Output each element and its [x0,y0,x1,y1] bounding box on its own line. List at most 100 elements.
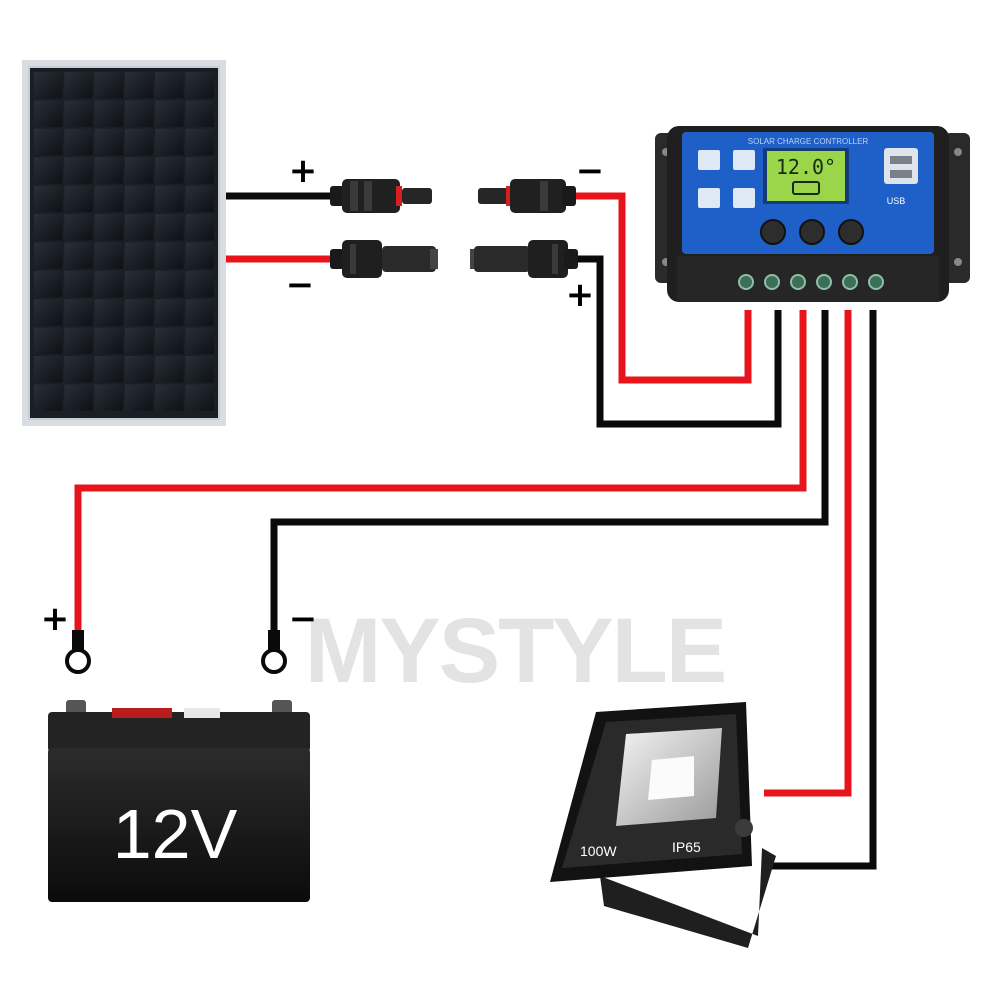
wiring [74,192,877,870]
solar-cell [64,72,93,99]
usb-label: USB [887,196,906,206]
down-button[interactable] [838,219,864,245]
solar-cell [64,157,93,184]
solar-cell [34,185,63,212]
solar-cell [124,100,154,127]
solar-cell [94,128,123,156]
solar-cell [94,214,123,241]
solar-cell [34,100,63,127]
terminal-block [677,256,939,302]
battery-negative-sign: − [289,599,318,639]
load-positive-wire [764,310,852,797]
load-status-icon [733,188,755,208]
usb-port[interactable] [884,148,918,184]
solar-cell [124,384,154,411]
solar-cell [185,214,214,241]
terminal-screw [790,274,806,290]
floodlight-rating-label: IP65 [672,839,701,855]
solar-cell [155,128,184,156]
solar-cell [64,299,93,326]
solar-cell [64,214,93,241]
solar-cell [185,157,214,184]
solar-cell [94,327,123,354]
menu-button[interactable] [760,219,786,245]
solar-cell [124,128,154,156]
lcd-battery-glyph [792,181,820,195]
solar-cell [155,299,184,326]
solar-cell [94,299,123,326]
timer-status-icon [698,188,720,208]
battery-voltage-label: 12V [113,795,238,873]
led-floodlight: 100W IP65 [550,702,776,948]
solar-cell [34,299,63,326]
mc4-connector-panel-negative [330,240,438,278]
load-negative-wire [764,310,877,870]
solar-cell [94,185,123,212]
solar-cell [124,157,154,184]
controller-title: SOLAR CHARGE CONTROLLER [748,137,869,146]
solar-cell [185,270,214,298]
solar-cell [155,214,184,241]
terminal-screw [842,274,858,290]
ctrl-pv-positive-wire [572,255,782,428]
solar-cell [124,356,154,383]
ctrl-negative-sign: − [576,151,605,191]
solar-cell [34,72,63,99]
battery-12v: + − 12V [41,599,318,902]
solar-cell [64,128,93,156]
solar-cell [185,242,214,269]
solar-cell [185,185,214,212]
solar-cell [34,214,63,241]
panel-negative-sign: − [286,265,315,305]
solar-cell [64,242,93,269]
solar-cell [124,299,154,326]
solar-cell [155,72,184,99]
solar-cell [64,100,93,127]
ring-terminal-positive [65,630,91,674]
solar-cell [155,157,184,184]
solar-cell [94,384,123,411]
solar-cell [124,242,154,269]
solar-cell [155,100,184,127]
terminal-screw [764,274,780,290]
ctrl-positive-sign: + [566,275,595,315]
solar-cell [185,100,214,127]
solar-cell [34,384,63,411]
solar-cell [155,384,184,411]
mc4-connector-ctrl-negative [478,179,576,213]
ctrl-pv-negative-wire [572,192,752,384]
panel-positive-sign: + [289,151,318,191]
watermark: MYSTYLE [305,600,725,702]
panel-status-icon [698,150,720,170]
solar-cell [124,214,154,241]
solar-cell [124,185,154,212]
battery-positive-sign: + [41,599,70,639]
solar-panel [22,60,226,426]
solar-cell [34,270,63,298]
solar-cell [64,270,93,298]
lcd-readout: 12.0° [776,155,836,179]
solar-cell [185,327,214,354]
solar-cell [34,356,63,383]
ring-terminal-negative [261,630,287,674]
solar-cell [185,128,214,156]
solar-cell [185,299,214,326]
battery-negative-wire [270,310,829,632]
solar-cell [124,270,154,298]
terminal-screws [738,274,884,290]
solar-cell [64,384,93,411]
charge-controller: SOLAR CHARGE CONTROLLER 12.0° USB [655,126,970,302]
floodlight-power-label: 100W [580,843,617,859]
solar-cell [155,327,184,354]
solar-cell [34,242,63,269]
solar-cell [34,128,63,156]
battery-status-icon [733,150,755,170]
lcd-screen [767,151,845,201]
mc4-connector-ctrl-positive [470,240,578,278]
solar-cell [124,72,154,99]
solar-cell [94,242,123,269]
up-button[interactable] [799,219,825,245]
solar-cell [64,356,93,383]
terminal-screw [868,274,884,290]
solar-cell [155,356,184,383]
